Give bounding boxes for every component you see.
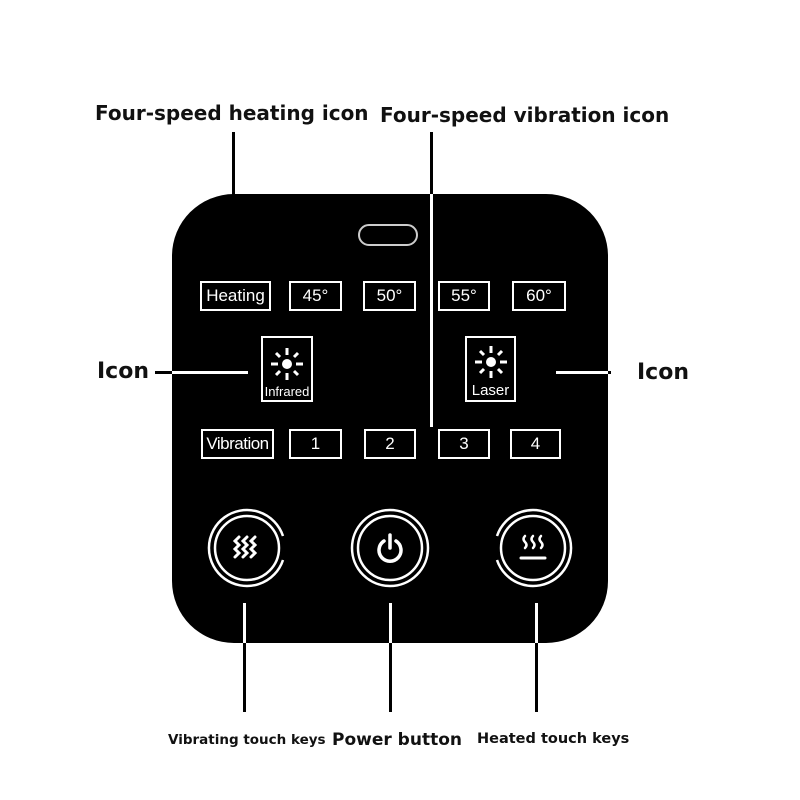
heat-level-60: 60° [512, 281, 566, 311]
power-button[interactable] [349, 507, 431, 589]
vibrating-keys-callout: Vibrating touch keys [168, 732, 326, 748]
leader-line-icon-left-panel [172, 371, 248, 374]
leader-line-icon-left [155, 371, 172, 374]
leader-line-icon-right [608, 371, 611, 374]
heat-touch-key[interactable] [492, 507, 574, 589]
heated-keys-callout: Heated touch keys [477, 731, 630, 747]
power-button-callout: Power button [332, 730, 462, 750]
heat-level-45: 45° [289, 281, 342, 311]
heat-icon [519, 534, 547, 560]
leader-line-power [389, 643, 392, 712]
vibration-label: Vibration [201, 429, 274, 459]
heat-level-50: 50° [363, 281, 416, 311]
vibration-level-4: 4 [510, 429, 561, 459]
sun-icon [474, 346, 507, 378]
leader-line-icon-right-panel [556, 371, 608, 374]
power-icon [377, 533, 403, 563]
icon-callout-left: Icon [97, 359, 150, 384]
leader-line-vibration-panel [430, 194, 433, 427]
vibration-touch-key[interactable] [206, 507, 288, 589]
laser-indicator: Laser [465, 336, 516, 402]
leader-line-heating [232, 132, 235, 248]
infrared-label: Infrared [264, 384, 310, 399]
infrared-indicator: Infrared [261, 336, 313, 402]
vibration-level-1: 1 [289, 429, 342, 459]
heat-level-55: 55° [438, 281, 490, 311]
vibration-level-2: 2 [364, 429, 416, 459]
leader-line-heated-keys-panel [535, 603, 538, 643]
laser-label: Laser [471, 382, 510, 399]
icon-callout-right: Icon [637, 360, 690, 385]
vibration-level-3: 3 [438, 429, 490, 459]
heating-label: Heating [200, 281, 271, 311]
leader-line-power-panel [389, 603, 392, 643]
leader-line-heated-keys [535, 643, 538, 712]
control-panel: Heating 45° 50° 55° 60° Infrared Laser V… [172, 194, 608, 643]
vibration-icon-callout: Four-speed vibration icon [380, 103, 670, 127]
leader-line-vibrating-keys-panel [243, 603, 246, 643]
usb-c-port [358, 224, 418, 246]
vibration-waves-icon [232, 535, 258, 559]
leader-line-vibrating-keys [243, 643, 246, 712]
heating-icon-callout: Four-speed heating icon [95, 101, 369, 125]
sun-icon [271, 348, 303, 380]
